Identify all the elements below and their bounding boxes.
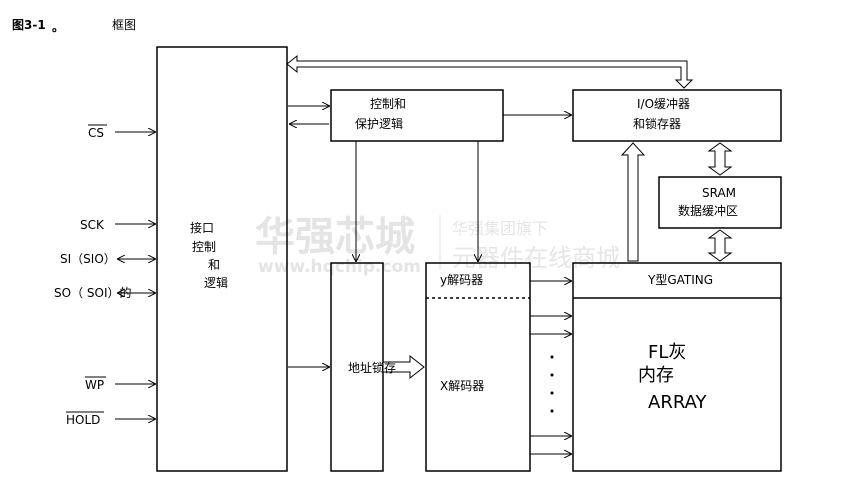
blocks-interface-1-label: 控制 [192,240,216,254]
blocks-xdecoder-label: X解码器 [440,379,484,393]
watermark-brand-label: 华强芯城 [255,214,415,260]
blocks-interface-0-label: 接口 [190,220,214,235]
io-buffer-block [572,89,782,142]
blocks-array-0-label: FL灰 [648,342,686,363]
signal-hold: HOLD [66,413,100,427]
sram-array-bus [707,229,733,262]
blocks-io-0-label: I/O缓冲器 [637,96,690,111]
figure-number: 图3-1 [12,18,46,32]
signal-si: SI（SIO） [60,252,116,266]
control-block [330,89,504,142]
blocks-ydecoder-label: y解码器 [440,273,483,287]
signal-sck: SCK [80,218,105,232]
caption-dot: 。 [52,20,64,34]
array-block [572,262,782,472]
blocks-interface-2-label: 和 [208,258,220,272]
blocks-io-1-label: 和锁存器 [633,116,681,131]
latch-decoder-bus [382,354,425,380]
signal-wp: WP [85,378,104,392]
watermark-line1-label: 华强集团旗下 [452,219,548,238]
blocks-sram-0-label: SRAM [702,186,736,200]
io-interface-bus [286,54,694,89]
watermark-url-label: www.hqchip.com [258,257,421,277]
figure-title: 框图 [112,18,136,32]
blocks-array-2-label: ARRAY [648,392,708,413]
interface-block [156,46,288,472]
io-sram-bus [707,142,733,176]
blocks-sram-1-label: 数据缓冲区 [678,203,738,218]
signal-so: SO（ SOI）的 [54,285,131,300]
sram-block [658,176,782,229]
blocks-control-0-label: 控制和 [370,97,406,111]
watermark-line2-label: 元器件在线商城 [452,244,620,272]
blocks-latch-label: 地址锁存 [348,360,396,375]
blocks-ygating-label: Y型GATING [647,273,713,287]
blocks-array-1-label: 内存 [638,365,674,386]
signal-cs: CS [88,126,104,140]
watermark: 华强芯城 www.hqchip.com 华强集团旗下 元器件在线商城 [255,214,620,277]
blocks-control-1-label: 保护逻辑 [355,117,403,131]
array-io-bus [620,142,646,262]
decoder-block [425,262,531,472]
blocks-interface-3-label: 逻辑 [204,276,228,290]
